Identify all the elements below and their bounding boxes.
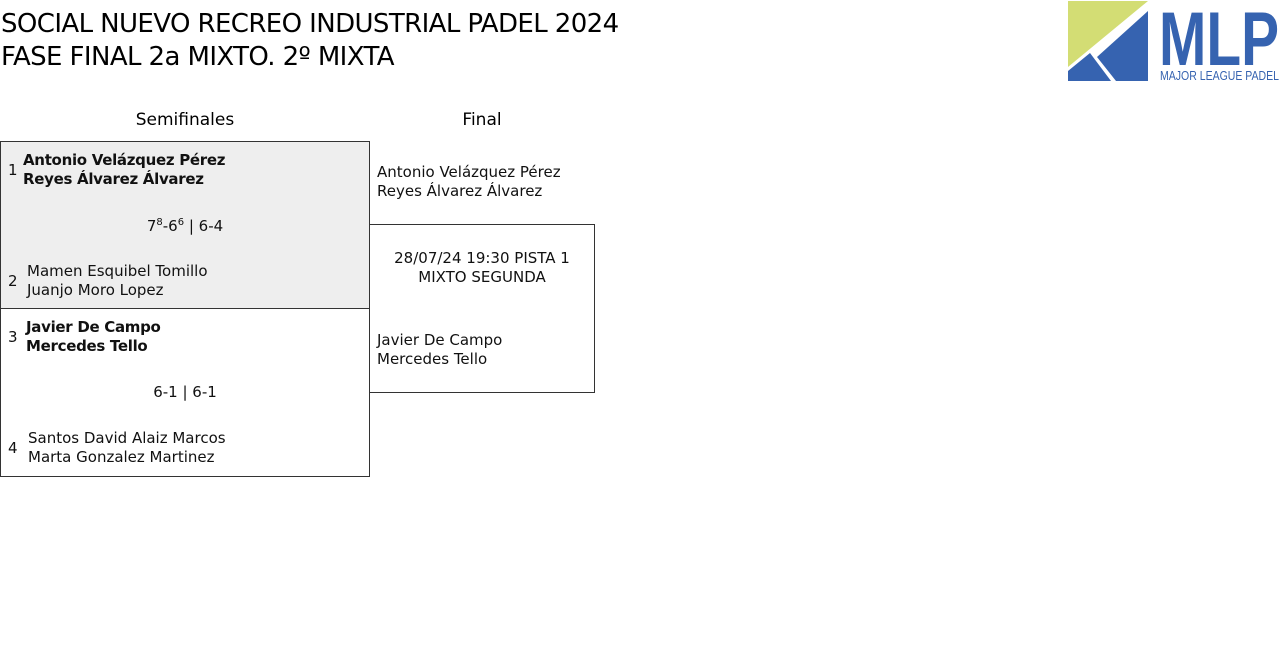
player-name: Mamen Esquibel Tomillo [27, 262, 208, 280]
final-team-bottom: Javier De Campo Mercedes Tello [377, 331, 502, 369]
title-line-2: FASE FINAL 2a MIXTO. 2º MIXTA [1, 42, 395, 72]
team-loser: Mamen Esquibel Tomillo Juanjo Moro Lopez [27, 262, 208, 300]
player-name: Reyes Álvarez Álvarez [23, 170, 204, 188]
title-line-1: SOCIAL NUEVO RECREO INDUSTRIAL PADEL 202… [1, 9, 619, 39]
final-category: MIXTO SEGUNDA [418, 268, 546, 286]
seed-number: 1 [8, 161, 18, 179]
final-match-info: 28/07/24 19:30 PISTA 1 MIXTO SEGUNDA [370, 249, 594, 287]
tiebreak-score: 6 [177, 217, 185, 228]
player-name: Juanjo Moro Lopez [27, 281, 164, 299]
team-winner: Antonio Velázquez Pérez Reyes Álvarez Ál… [23, 151, 225, 189]
column-header-final: Final [462, 110, 502, 130]
player-name: Antonio Velázquez Pérez [377, 163, 561, 181]
seed-number: 3 [8, 328, 18, 346]
player-name: Marta Gonzalez Martinez [28, 448, 215, 466]
seed-number: 4 [8, 439, 18, 457]
logo-subtext: MAJOR LEAGUE PADEL [1160, 68, 1279, 81]
player-name: Mercedes Tello [377, 350, 488, 368]
player-name: Antonio Velázquez Pérez [23, 151, 226, 169]
player-name: Reyes Álvarez Álvarez [377, 182, 543, 200]
final-team-top: Antonio Velázquez Pérez Reyes Álvarez Ál… [377, 163, 561, 201]
team-loser: Santos David Alaiz Marcos Marta Gonzalez… [28, 429, 226, 467]
match-score: 6-1 | 6-1 [153, 383, 217, 401]
player-name: Javier De Campo [26, 318, 161, 336]
tiebreak-score: 8 [156, 217, 163, 228]
seed-number: 2 [8, 272, 18, 290]
mlp-logo: MLP MAJOR LEAGUE PADEL [1068, 1, 1280, 81]
semifinal-match-2: 3 Javier De Campo Mercedes Tello 6-1 | 6… [0, 308, 370, 477]
logo-text: MLP [1159, 1, 1279, 81]
player-name: Javier De Campo [377, 331, 503, 349]
match-score: 78-66 | 6-4 [146, 217, 224, 235]
player-name: Mercedes Tello [26, 337, 148, 355]
team-winner: Javier De Campo Mercedes Tello [26, 318, 161, 356]
semifinal-match-1: 1 Antonio Velázquez Pérez Reyes Álvarez … [0, 141, 370, 309]
player-name: Santos David Alaiz Marcos [28, 429, 226, 447]
final-schedule: 28/07/24 19:30 PISTA 1 [394, 249, 570, 267]
page-title: SOCIAL NUEVO RECREO INDUSTRIAL PADEL 202… [1, 8, 619, 74]
final-match: 28/07/24 19:30 PISTA 1 MIXTO SEGUNDA Jav… [369, 224, 595, 393]
column-header-semifinals: Semifinales [135, 110, 235, 130]
